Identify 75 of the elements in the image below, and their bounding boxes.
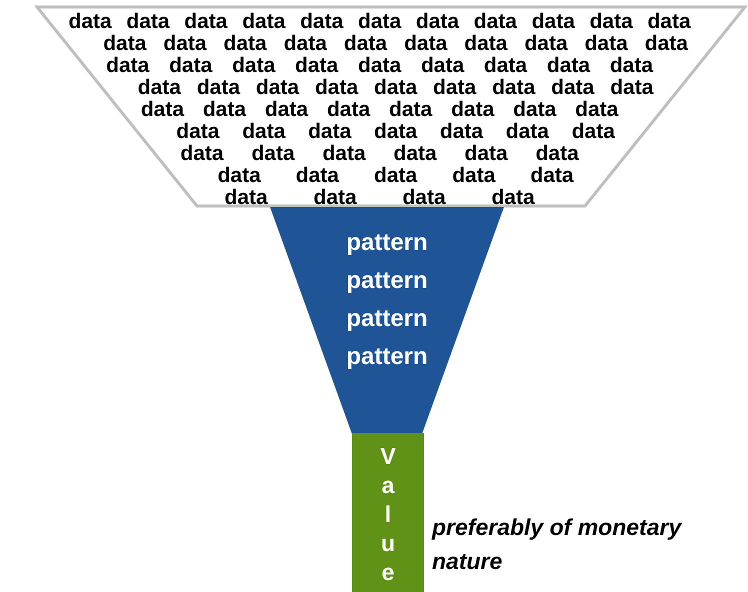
data-word: data xyxy=(138,77,181,98)
funnel-label: pattern xyxy=(345,229,429,257)
data-word: data xyxy=(546,55,590,76)
data-word: data xyxy=(451,99,494,120)
data-word: data xyxy=(126,11,170,32)
data-word: data xyxy=(590,11,633,32)
caption-text: preferably of monetary nature xyxy=(432,513,683,576)
data-word: data xyxy=(232,55,276,76)
data-word: data xyxy=(256,77,300,98)
data-word: data xyxy=(184,11,228,32)
data-word: data xyxy=(176,121,220,142)
data-word: data xyxy=(464,143,508,164)
data-word: data xyxy=(492,77,536,98)
data-word: data xyxy=(264,99,308,120)
data-word: data xyxy=(169,55,212,76)
data-word: data xyxy=(284,33,327,54)
data-word: data xyxy=(610,55,654,76)
data-word: data xyxy=(358,11,402,32)
data-word: data xyxy=(196,77,240,98)
data-word: data xyxy=(440,121,484,142)
data-word: data xyxy=(530,165,574,186)
data-word: data xyxy=(308,121,352,142)
data-word: data xyxy=(536,143,579,164)
data-word: data xyxy=(326,99,370,120)
data-word: data xyxy=(358,55,402,76)
data-word: data xyxy=(106,55,150,76)
data-word: data xyxy=(163,33,207,54)
data-word: data xyxy=(532,11,575,32)
data-word: data xyxy=(464,33,508,54)
data-word: data xyxy=(314,77,358,98)
data-word: data xyxy=(474,11,517,32)
data-word: data xyxy=(224,187,268,208)
data-word: data xyxy=(322,143,366,164)
data-word: data xyxy=(416,11,460,32)
data-word: data xyxy=(68,11,112,32)
data-word: data xyxy=(344,33,388,54)
data-word: data xyxy=(551,77,594,98)
data-word: data xyxy=(374,77,418,98)
data-word: data xyxy=(389,99,432,120)
data-word: data xyxy=(296,165,339,186)
funnel-label: pattern xyxy=(345,305,429,333)
bar-label: Value xyxy=(376,443,400,588)
data-word: data xyxy=(506,121,549,142)
data-word: data xyxy=(202,99,246,120)
data-word: data xyxy=(300,11,344,32)
data-word: data xyxy=(647,11,691,32)
data-word: data xyxy=(575,99,618,120)
data-word: data xyxy=(314,187,357,208)
data-word: data xyxy=(224,33,267,54)
data-word: data xyxy=(394,143,437,164)
data-word: data xyxy=(572,121,615,142)
data-word: data xyxy=(374,121,418,142)
data-word: data xyxy=(180,143,224,164)
data-word: data xyxy=(484,55,528,76)
data-word: data xyxy=(610,77,654,98)
data-word: data xyxy=(433,77,476,98)
data-word: data xyxy=(420,55,464,76)
data-word: data xyxy=(644,33,688,54)
data-word: data xyxy=(242,11,286,32)
data-word: data xyxy=(491,187,535,208)
data-word: data xyxy=(140,99,184,120)
data-word: data xyxy=(513,99,556,120)
funnel-label: pattern xyxy=(345,267,429,295)
data-word: data xyxy=(404,33,448,54)
data-word: data xyxy=(251,143,295,164)
data-word: data xyxy=(295,55,338,76)
data-word: data xyxy=(103,33,146,54)
data-word: data xyxy=(374,165,418,186)
funnel-label: pattern xyxy=(345,343,429,371)
data-word: data xyxy=(452,165,496,186)
data-word: data xyxy=(218,165,261,186)
data-word: data xyxy=(524,33,568,54)
data-word: data xyxy=(584,33,628,54)
data-word: data xyxy=(402,187,446,208)
data-word: data xyxy=(242,121,286,142)
